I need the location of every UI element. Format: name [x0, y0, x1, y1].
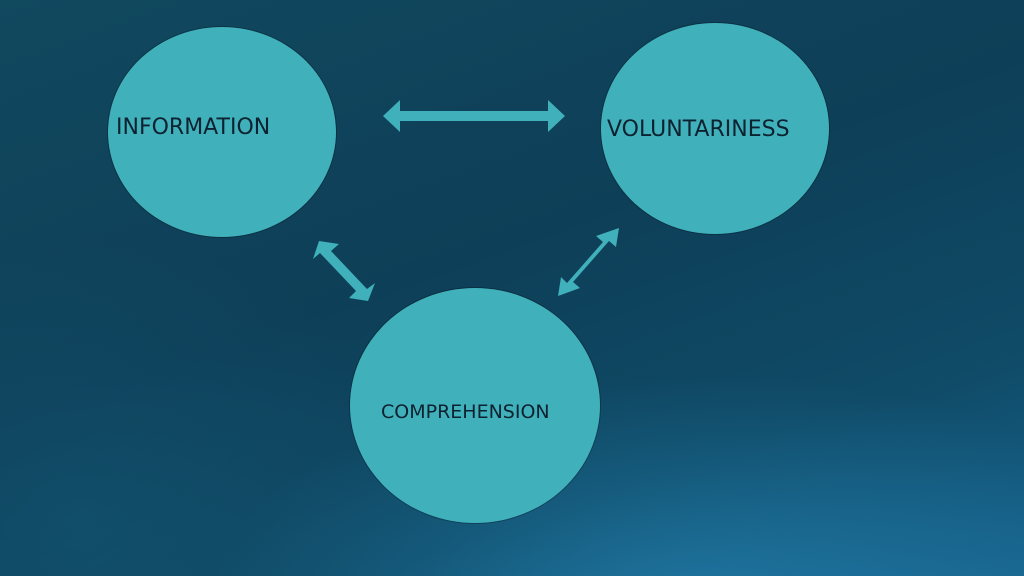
voluntariness-label: VOLUNTARINESS — [607, 117, 790, 142]
information-node: INFORMATION — [108, 27, 336, 237]
comprehension-label: COMPREHENSION — [381, 401, 550, 423]
arrow-information-voluntariness — [383, 100, 565, 132]
arrow-voluntariness-comprehension — [558, 228, 619, 296]
arrow-information-comprehension — [313, 241, 375, 301]
comprehension-node: COMPREHENSION — [350, 288, 600, 523]
information-label: INFORMATION — [116, 115, 271, 140]
voluntariness-node: VOLUNTARINESS — [601, 23, 829, 234]
